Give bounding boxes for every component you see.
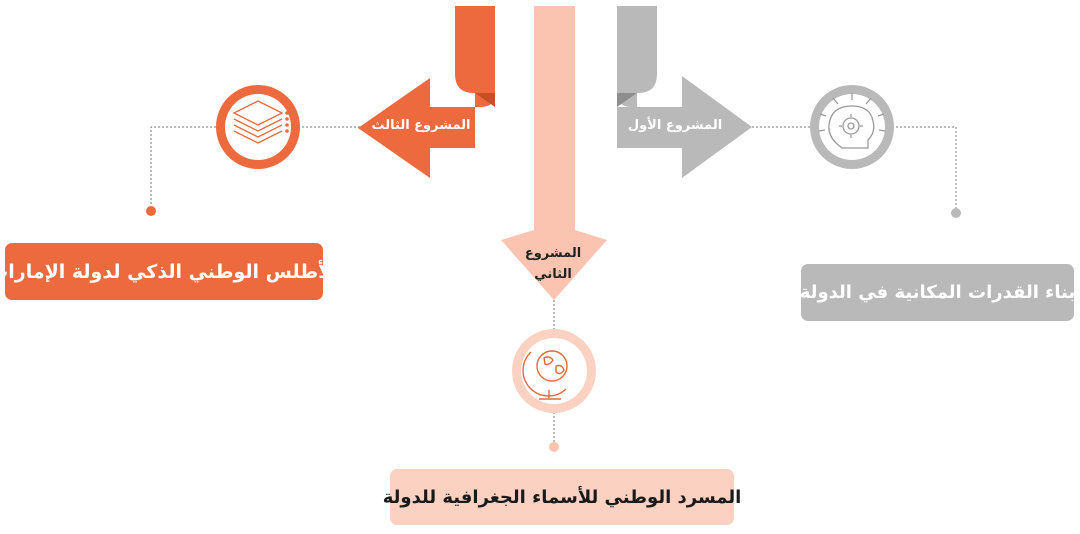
- dot-first: [951, 208, 961, 218]
- project-title-first: بناء القدرات المكانية في الدولة: [800, 264, 1075, 321]
- project-title-third: الأطلس الوطني الذكي لدولة الإمارات: [0, 243, 339, 300]
- layers-icon: [216, 85, 300, 169]
- arrow-second: [501, 6, 607, 300]
- arrow-label-second: المشروع الثاني: [524, 246, 582, 282]
- arrow-label-first: المشروع الأول: [627, 118, 723, 133]
- dot-second: [549, 442, 559, 452]
- dot-third: [146, 206, 156, 216]
- arrow-third: [358, 6, 495, 178]
- arrow-first: [617, 6, 752, 178]
- brain-gear-icon: [810, 85, 894, 169]
- globe-icon: [512, 329, 596, 413]
- project-title-second: المسرد الوطني للأسماء الجغرافية للدولة: [383, 469, 741, 525]
- arrow-label-third: المشروع الثالث: [371, 118, 471, 133]
